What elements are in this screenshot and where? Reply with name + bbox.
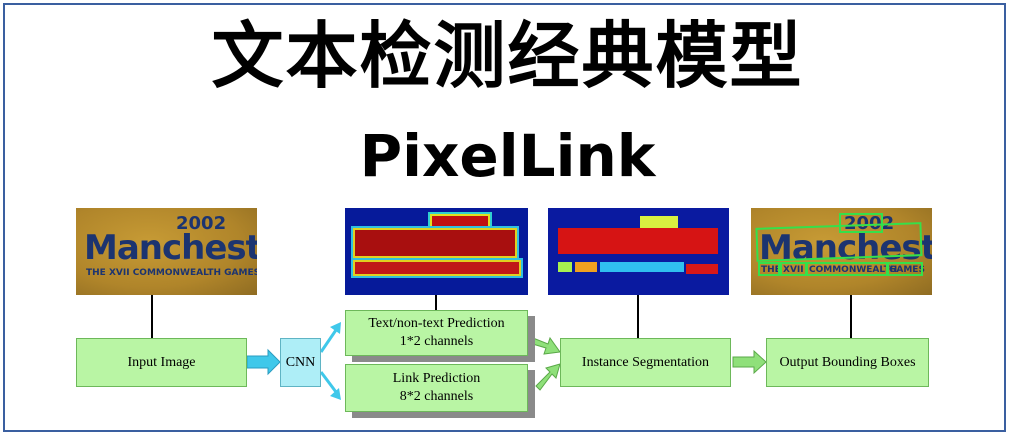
seg-games-instance bbox=[686, 264, 718, 274]
photo-year: 2002 bbox=[176, 213, 227, 234]
output-sub-commonwealth: COMMONWEALTH bbox=[809, 265, 898, 275]
link-prediction-title: Link Prediction bbox=[392, 371, 481, 386]
seg-xvii-instance bbox=[575, 262, 597, 272]
output-sub-xvii: XVII bbox=[783, 265, 804, 275]
bbox-games bbox=[887, 262, 923, 276]
instance-segmentation-label: Instance Segmentation bbox=[581, 354, 710, 370]
instance-segmentation-box: Instance Segmentation bbox=[560, 338, 731, 387]
segmentation-map bbox=[548, 208, 729, 295]
heatmap-name-region bbox=[355, 230, 515, 256]
seg-the-instance bbox=[558, 262, 572, 272]
heatmap-subtitle-region bbox=[355, 262, 519, 274]
arrow-cnn-to-text bbox=[319, 329, 338, 353]
bbox-year bbox=[839, 213, 883, 233]
output-bounding-boxes-label: Output Bounding Boxes bbox=[779, 354, 916, 370]
arrow-instance-to-output bbox=[732, 349, 767, 375]
output-photo-name: Manchester bbox=[759, 228, 932, 268]
input-photo: 2002 Manchester THE XVII COMMONWEALTH GA… bbox=[76, 208, 257, 295]
input-image-box: Input Image bbox=[76, 338, 247, 387]
output-sub-games: GAMES bbox=[889, 265, 925, 275]
output-sub-the: THE bbox=[761, 265, 781, 275]
connector-input bbox=[151, 295, 153, 338]
text-prediction-box: Text/non-text Prediction 1*2 channels bbox=[345, 310, 528, 356]
heatmap-year-region bbox=[432, 216, 488, 234]
seg-name-instance bbox=[558, 228, 718, 254]
text-heatmap bbox=[345, 208, 528, 295]
text-prediction-title: Text/non-text Prediction bbox=[368, 316, 505, 331]
photo-name: Manchester bbox=[84, 228, 257, 268]
slide-title-english: PixelLink bbox=[359, 122, 656, 190]
input-image-label: Input Image bbox=[127, 354, 196, 370]
seg-commonwealth-instance bbox=[600, 262, 684, 272]
output-photo: 2002 Manchester THE XVII COMMONWEALTH GA… bbox=[751, 208, 932, 295]
output-bounding-boxes-box: Output Bounding Boxes bbox=[766, 338, 929, 387]
cnn-box: CNN bbox=[280, 338, 321, 387]
connector-output bbox=[850, 295, 852, 338]
connector-instance bbox=[637, 295, 639, 338]
cnn-label: CNN bbox=[285, 354, 316, 370]
seg-year-instance bbox=[640, 216, 678, 230]
connector-text-pred bbox=[435, 295, 437, 310]
link-prediction-box: Link Prediction 8*2 channels bbox=[345, 364, 528, 412]
slide-title-chinese: 文本检测经典模型 bbox=[211, 14, 804, 98]
arrow-input-to-cnn bbox=[246, 348, 281, 376]
bbox-the bbox=[758, 262, 780, 276]
text-prediction-channels: 1*2 channels bbox=[399, 334, 474, 349]
photo-subtitle: THE XVII COMMONWEALTH GAMES bbox=[86, 268, 257, 278]
link-prediction-channels: 8*2 channels bbox=[399, 389, 474, 404]
arrow-cnn-to-link bbox=[319, 371, 338, 393]
arrow-link-to-instance bbox=[535, 363, 561, 391]
